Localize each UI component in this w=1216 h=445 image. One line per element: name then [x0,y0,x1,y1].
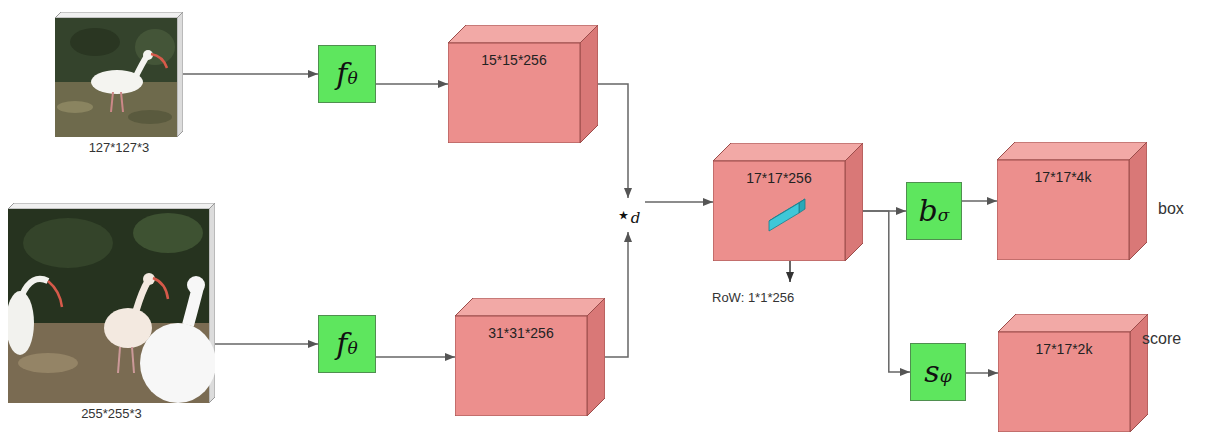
feature-cube: 17*17*2k [998,314,1148,432]
cube-shape [448,25,598,143]
data-flow-arrow [183,73,318,75]
network-block: sφ [910,343,966,401]
data-flow-arrow [376,356,455,358]
data-flow-arrow [376,83,448,85]
tensor-size: 17*17*256 [713,143,845,186]
data-flow-arrow [598,84,628,198]
feature-cube: 15*15*256 [448,25,598,143]
cube-shape [713,143,863,261]
tensor-size: 17*17*2k [998,314,1130,357]
data-flow-arrow [863,211,910,372]
network-block: bσ [906,182,962,240]
feature-cube: 17*17*256 [713,143,863,261]
input-image: 255*255*3 [8,203,215,421]
function-symbol: sφ [924,357,951,387]
input-image: 127*127*3 [55,12,183,155]
data-flow-arrow [215,343,318,345]
function-symbol: fθ [336,59,357,89]
search-photo [8,203,215,403]
function-symbol: bσ [919,196,950,226]
network-block: fθ [318,315,376,373]
template-photo [55,12,183,137]
network-block: fθ [318,45,376,103]
cube-shape [455,298,605,416]
cube-shape [997,142,1147,260]
tensor-size: 15*15*256 [448,25,580,68]
correlation-operator: ⋆d [611,198,645,232]
cube-shape [998,314,1148,432]
annotation-label: RoW: 1*1*256 [712,290,794,305]
data-flow-arrow [966,372,998,374]
feature-cube: 31*31*256 [455,298,605,416]
function-symbol: fθ [336,329,357,359]
data-flow-arrow [645,201,713,203]
annotation-label: score [1142,330,1181,348]
data-flow-arrow [605,232,628,357]
size-caption: 127*127*3 [55,140,183,155]
operator-symbol: ⋆d [616,203,641,227]
size-caption: 255*255*3 [8,406,215,421]
tensor-size: 31*31*256 [455,298,587,341]
data-flow-arrow [962,200,997,202]
feature-cube: 17*17*4k [997,142,1147,260]
annotation-label: box [1158,200,1184,218]
tensor-size: 17*17*4k [997,142,1129,185]
